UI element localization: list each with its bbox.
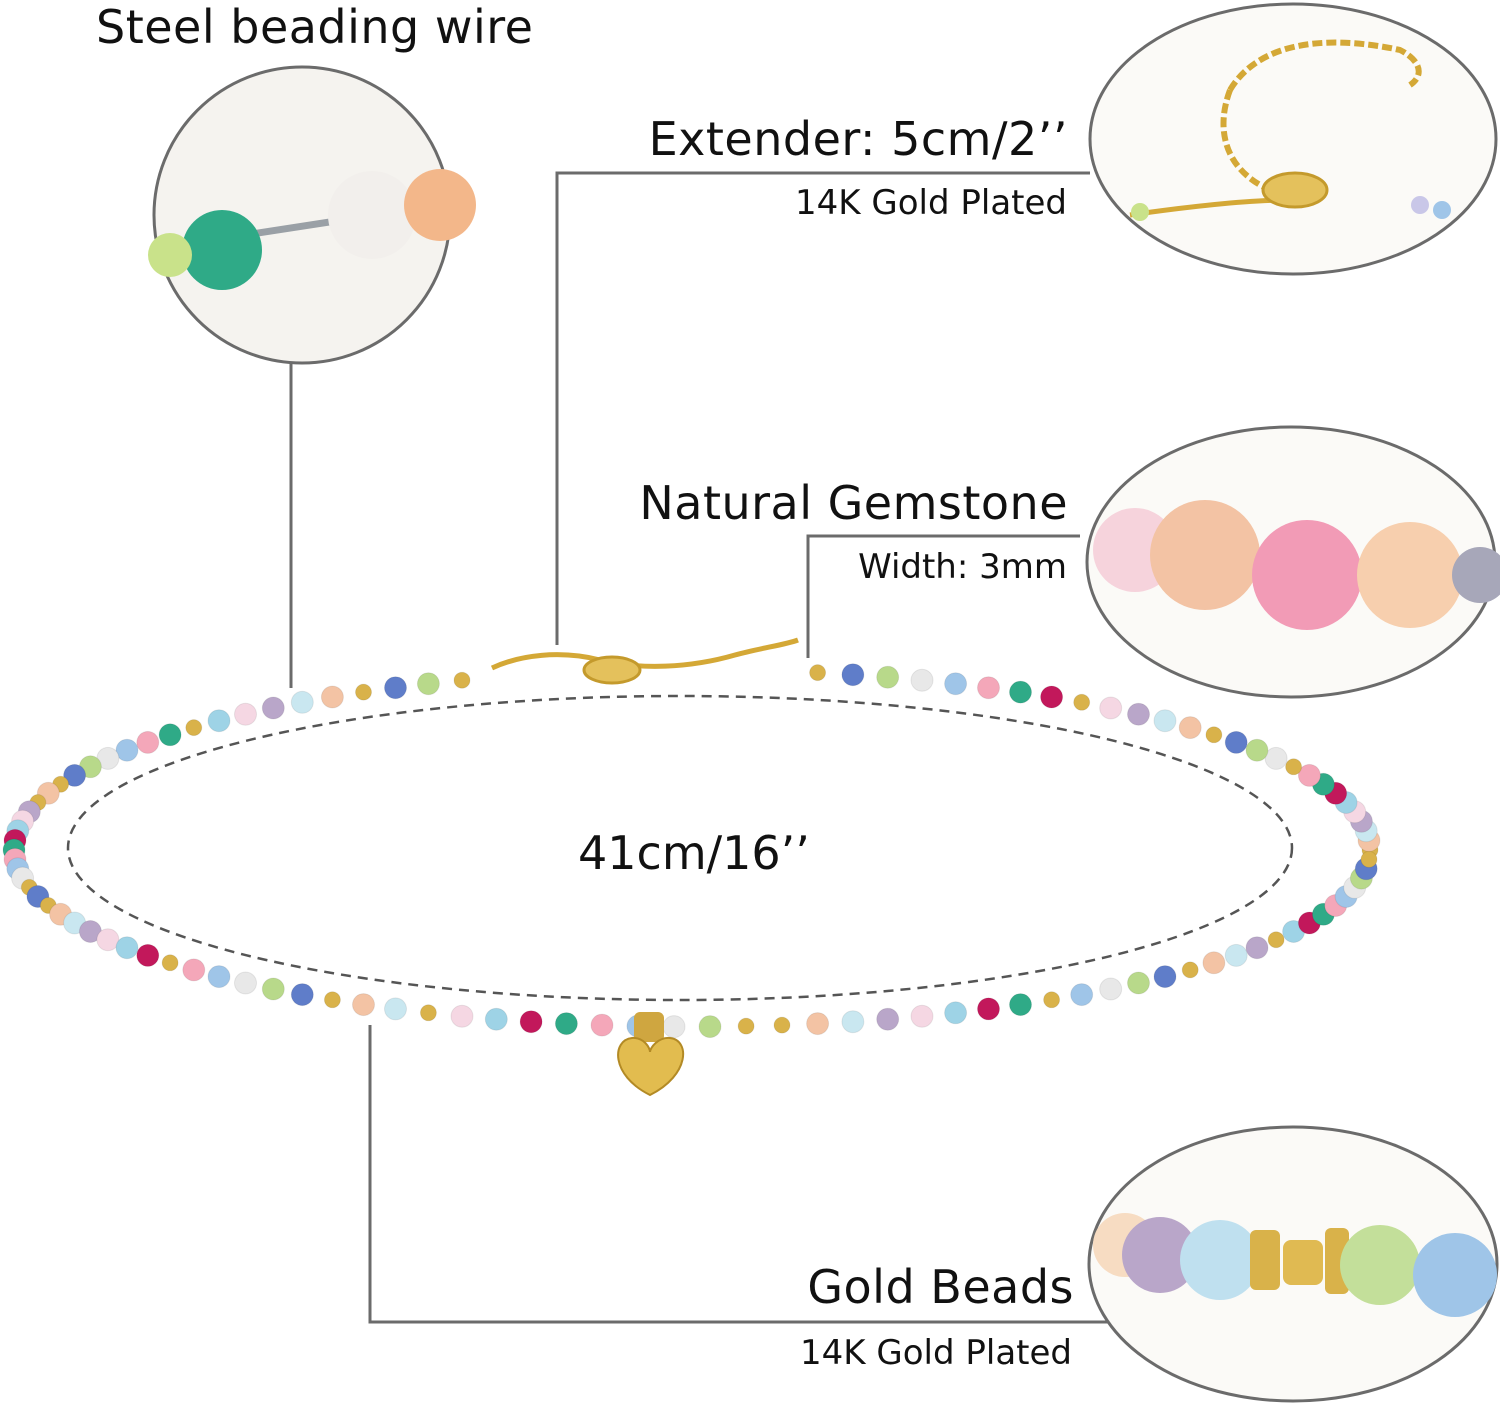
gemstone-bead (115, 936, 139, 960)
heart-charm (617, 1012, 685, 1097)
gemstone-bead (1245, 936, 1269, 960)
gold-bead (161, 954, 179, 972)
gemstone-bead (1099, 977, 1123, 1001)
gemstone-bead (115, 738, 139, 762)
gemstone-bead (1153, 965, 1177, 989)
gold-bead (1043, 991, 1061, 1009)
gemstone-bead (136, 730, 160, 754)
gemstone-bead (290, 983, 314, 1007)
gemstone-bead (384, 997, 407, 1021)
gold-bead (419, 1004, 437, 1022)
gemstone-bead (1070, 983, 1094, 1007)
gemstone-bead (519, 1010, 543, 1034)
gemstone-bead (1009, 680, 1032, 704)
gemstone-bead (806, 1012, 830, 1036)
gemstone-bead (1202, 951, 1226, 975)
leader-line-gold-beads (368, 1025, 1110, 1324)
lobster-clasp (582, 655, 642, 685)
gemstone-bead (698, 1015, 722, 1039)
gemstone-bead (841, 1010, 865, 1034)
gemstone-bead (1127, 702, 1150, 726)
gemstone-subtitle: Width: 3mm (858, 547, 1067, 587)
detail-circle-extender (1088, 2, 1498, 276)
necklace-beads (2, 663, 1381, 1039)
extender-subtitle: 14K Gold Plated (795, 183, 1067, 223)
gemstone-bead (1224, 730, 1248, 754)
gold-bead (1360, 850, 1378, 868)
gold-bead (737, 1017, 755, 1035)
length-dashed-loop (66, 694, 1294, 1002)
gemstone-bead (1009, 993, 1032, 1017)
gemstone-bead (662, 1015, 686, 1039)
extender-title: Extender: 5cm/2’’ (648, 112, 1068, 166)
gemstone-bead (1127, 971, 1150, 995)
gemstone-title: Natural Gemstone (639, 476, 1068, 530)
gemstone-bead (384, 676, 407, 700)
charm-bail (634, 1012, 664, 1042)
gemstone-bead (590, 1013, 614, 1037)
gemstone-bead (554, 1012, 578, 1036)
gemstone-bead (158, 723, 182, 747)
gemstone-bead (320, 685, 344, 709)
gemstone-bead (261, 696, 285, 720)
gold-bead (1267, 931, 1285, 949)
gemstone-bead (944, 672, 968, 696)
gemstone-bead (182, 958, 206, 982)
gold-bead (773, 1016, 791, 1034)
gemstone-bead (1264, 746, 1288, 770)
gemstone-bead (234, 702, 257, 726)
gemstone-bead (1297, 763, 1321, 787)
gemstone-bead (841, 663, 865, 687)
gold-beads-subtitle: 14K Gold Plated (800, 1333, 1072, 1373)
gemstone-bead (352, 993, 375, 1017)
gemstone-bead (450, 1004, 474, 1028)
gold-bead (355, 683, 372, 701)
detail-circle-steel-wire (148, 65, 476, 365)
gemstone-bead (96, 928, 120, 952)
gemstone-bead (876, 665, 900, 689)
extender-chain (490, 637, 799, 671)
gemstone-bead (207, 965, 231, 989)
necklace-length: 41cm/16’’ (578, 826, 810, 880)
gold-beads-title: Gold Beads (807, 1260, 1074, 1314)
gemstone-bead (1178, 716, 1202, 740)
gold-bead (1181, 961, 1199, 979)
gemstone-bead (910, 1004, 934, 1028)
gemstone-bead (207, 709, 231, 733)
gemstone-bead (1224, 943, 1248, 967)
gold-bead (453, 671, 471, 689)
gemstone-bead (977, 676, 1000, 700)
gold-bead (1205, 726, 1223, 744)
gemstone-bead (977, 997, 1000, 1021)
gemstone-bead (944, 1001, 968, 1025)
leader-lines (289, 171, 1110, 1324)
leader-line-extender (555, 171, 1090, 645)
gemstone-bead (1153, 709, 1177, 733)
gemstone-bead (910, 668, 934, 692)
gemstone-bead (136, 943, 160, 967)
gold-bead (1073, 693, 1091, 711)
gemstone-bead (290, 690, 314, 714)
gold-bead (323, 991, 341, 1009)
gold-bead (809, 664, 827, 682)
clasp-extender (490, 637, 799, 685)
detail-circle-gold-beads (1087, 1125, 1499, 1403)
gemstone-bead (234, 971, 257, 995)
gemstone-bead (1245, 738, 1269, 762)
leader-line-gemstone (806, 534, 1080, 658)
heart-charm-shape (617, 1036, 685, 1097)
gemstone-bead (876, 1007, 900, 1031)
gemstone-bead (1099, 696, 1123, 720)
gemstone-bead (416, 672, 440, 696)
detail-circle-gemstone (1085, 425, 1500, 699)
gemstone-bead (261, 977, 285, 1001)
gemstone-bead (484, 1007, 508, 1031)
gemstone-bead (63, 763, 87, 787)
gold-bead (185, 719, 203, 737)
steel-wire-title: Steel beading wire (96, 0, 534, 54)
gemstone-bead (1040, 685, 1064, 709)
gold-bead (1285, 758, 1303, 776)
